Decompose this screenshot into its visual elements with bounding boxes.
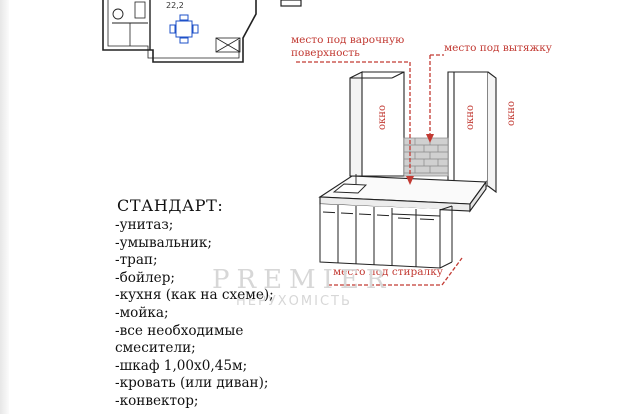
list-item: -бойлер; bbox=[115, 269, 175, 286]
window-label-left: окно bbox=[376, 105, 388, 130]
washer-location-note: место под стиралку bbox=[333, 266, 443, 278]
kitchen-wall-left bbox=[349, 71, 405, 177]
kitchen-wall-right bbox=[447, 71, 497, 194]
list-item: -унитаз; bbox=[115, 217, 174, 233]
list-item: -кровать (или диван); bbox=[115, 375, 269, 392]
hob-location-note: место под варочную поверхность bbox=[291, 34, 404, 60]
hood-location-note: место под вытяжку bbox=[444, 42, 552, 54]
list-item: -мойка; bbox=[115, 304, 169, 321]
bed-icon bbox=[215, 37, 241, 53]
dining-table-icon bbox=[169, 14, 199, 44]
list-item: -трап; bbox=[115, 252, 158, 269]
list-item: -конвектор; bbox=[115, 392, 199, 409]
page-edge-shadow bbox=[0, 0, 9, 414]
hob-note-text: место под варочную поверхность bbox=[291, 34, 405, 59]
list-item: -умывальник; bbox=[115, 234, 212, 251]
list-item: -все необходимые bbox=[115, 322, 244, 339]
standard-equipment-list: СТАНДАРТ: -унитаз; -умывальник; -трап; -… bbox=[115, 196, 274, 411]
floor-plan bbox=[102, 0, 302, 63]
tile-backsplash bbox=[403, 137, 449, 177]
kitchen-cabinets bbox=[319, 204, 453, 269]
standard-title: СТАНДАРТ: bbox=[117, 196, 224, 215]
window-label-center: окно bbox=[464, 105, 476, 130]
standard-items: -унитаз; -умывальник; -трап; -бойлер; -к… bbox=[115, 217, 274, 411]
annotation-arrows bbox=[406, 134, 434, 185]
window-label-right: окно bbox=[505, 101, 517, 126]
kitchen-countertop bbox=[318, 175, 488, 213]
sink-icon bbox=[332, 174, 368, 194]
room-area-label: 22,2 bbox=[166, 1, 184, 10]
list-item: -шкаф 1,00х0,45м; bbox=[115, 357, 248, 374]
list-item: -кухня (как на схеме); bbox=[115, 287, 274, 304]
list-item: смесители; bbox=[115, 340, 196, 357]
annotation-leaders bbox=[296, 54, 463, 286]
